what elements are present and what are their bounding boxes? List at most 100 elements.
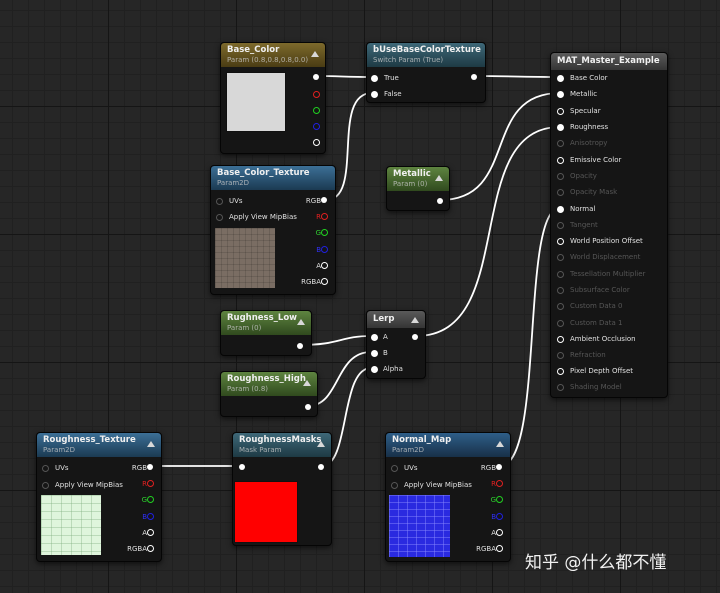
input-pin-mipbias[interactable]: Apply View MipBias — [391, 479, 472, 491]
output-pin-b[interactable] — [496, 513, 503, 520]
output-pin-g[interactable] — [147, 496, 154, 503]
pin-dot[interactable] — [557, 108, 564, 115]
node-header[interactable]: Base_Color_Texture Param2D — [211, 166, 335, 190]
pin-dot[interactable] — [557, 368, 564, 375]
output-pin-a[interactable] — [147, 529, 154, 536]
pin-dot[interactable] — [557, 238, 564, 245]
pin-dot[interactable] — [42, 482, 49, 489]
pin-dot[interactable] — [557, 352, 564, 359]
roughness-texture-node[interactable]: Roughness_Texture Param2D UVs Apply View… — [36, 432, 162, 562]
output-pin-r[interactable] — [321, 213, 328, 220]
pin-dot[interactable] — [557, 75, 564, 82]
input-pin-ambient-occlusion[interactable]: Ambient Occlusion — [557, 333, 636, 345]
input-pin-world-position-offset[interactable]: World Position Offset — [557, 235, 643, 247]
switch-param-node[interactable]: bUseBaseColorTexture Switch Param (True)… — [366, 42, 486, 103]
pin-dot[interactable] — [557, 287, 564, 294]
input-pin-a[interactable]: A — [371, 331, 388, 343]
input-pin-b[interactable]: B — [371, 347, 388, 359]
pin-dot[interactable] — [391, 482, 398, 489]
pin-dot[interactable] — [216, 214, 223, 221]
output-pin[interactable] — [305, 404, 311, 410]
output-pin-a[interactable] — [313, 139, 320, 146]
roughness-high-node[interactable]: Roughness_High Param (0.8) — [220, 371, 318, 417]
input-pin-anisotropy[interactable]: Anisotropy — [557, 137, 607, 149]
output-pin-rgba[interactable] — [496, 545, 503, 552]
pin-dot[interactable] — [557, 206, 564, 213]
output-pin[interactable] — [437, 198, 443, 204]
pin-dot[interactable] — [557, 157, 564, 164]
output-pin-a[interactable] — [321, 262, 328, 269]
input-pin-refraction[interactable]: Refraction — [557, 349, 606, 361]
node-header[interactable]: Normal_Map Param2D — [386, 433, 510, 457]
output-pin-rgb[interactable] — [147, 464, 153, 470]
input-pin-opacity[interactable]: Opacity — [557, 170, 597, 182]
input-pin-emissive-color[interactable]: Emissive Color — [557, 154, 621, 166]
input-pin-mipbias[interactable]: Apply View MipBias — [42, 479, 123, 491]
pin-dot[interactable] — [557, 91, 564, 98]
pin-dot[interactable] — [557, 336, 564, 343]
collapse-arrow-icon[interactable] — [435, 175, 443, 181]
input-pin-uvs[interactable]: UVs — [391, 462, 418, 474]
output-pin-r[interactable] — [313, 91, 320, 98]
output-pin-rgba[interactable] — [147, 545, 154, 552]
pin-dot[interactable] — [557, 384, 564, 391]
output-pin-b[interactable] — [321, 246, 328, 253]
input-pin-true[interactable]: True — [371, 72, 399, 84]
pin-dot[interactable] — [42, 465, 49, 472]
output-pin-rgb[interactable] — [321, 197, 327, 203]
pin-dot[interactable] — [557, 222, 564, 229]
output-pin[interactable] — [471, 74, 477, 80]
output-pin[interactable] — [412, 334, 418, 340]
input-pin-pixel-depth-offset[interactable]: Pixel Depth Offset — [557, 365, 633, 377]
collapse-arrow-icon[interactable] — [317, 441, 325, 447]
output-pin[interactable] — [297, 343, 303, 349]
input-pin-specular[interactable]: Specular — [557, 105, 601, 117]
metallic-node[interactable]: Metallic Param (0) — [386, 166, 450, 211]
output-pin-g[interactable] — [321, 229, 328, 236]
pin-dot[interactable] — [371, 75, 378, 82]
pin-dot[interactable] — [371, 350, 378, 357]
node-header[interactable]: bUseBaseColorTexture Switch Param (True) — [367, 43, 485, 67]
input-pin-false[interactable]: False — [371, 88, 402, 100]
lerp-node[interactable]: Lerp A B Alpha — [366, 310, 426, 379]
pin-dot[interactable] — [557, 173, 564, 180]
collapse-arrow-icon[interactable] — [297, 319, 305, 325]
input-pin-roughness[interactable]: Roughness — [557, 121, 608, 133]
output-pin-rgba[interactable] — [321, 278, 328, 285]
input-pin[interactable] — [239, 464, 245, 470]
input-pin-custom-data-1[interactable]: Custom Data 1 — [557, 317, 622, 329]
collapse-arrow-icon[interactable] — [411, 317, 419, 323]
input-pin-opacity-mask[interactable]: Opacity Mask — [557, 186, 617, 198]
input-pin-world-displacement[interactable]: World Displacement — [557, 251, 640, 263]
node-header[interactable]: Base_Color Param (0.8,0.8,0.8,0.0) — [221, 43, 325, 67]
master-material-node[interactable]: MAT_Master_Example Base Color Metallic S… — [550, 52, 668, 398]
output-pin-rgb[interactable] — [496, 464, 502, 470]
pin-dot[interactable] — [557, 124, 564, 131]
input-pin-tangent[interactable]: Tangent — [557, 219, 598, 231]
collapse-arrow-icon[interactable] — [311, 51, 319, 57]
input-pin-tessellation-multiplier[interactable]: Tessellation Multiplier — [557, 268, 645, 280]
collapse-arrow-icon[interactable] — [147, 441, 155, 447]
pin-dot[interactable] — [557, 271, 564, 278]
input-pin-metallic[interactable]: Metallic — [557, 88, 597, 100]
input-pin-shading-model[interactable]: Shading Model — [557, 381, 622, 393]
output-pin-rgb[interactable] — [313, 74, 319, 80]
output-pin-b[interactable] — [147, 513, 154, 520]
collapse-arrow-icon[interactable] — [303, 380, 311, 386]
input-pin-custom-data-0[interactable]: Custom Data 0 — [557, 300, 622, 312]
input-pin-uvs[interactable]: UVs — [216, 195, 243, 207]
output-pin-g[interactable] — [313, 107, 320, 114]
pin-dot[interactable] — [391, 465, 398, 472]
output-pin-g[interactable] — [496, 496, 503, 503]
output-pin-r[interactable] — [496, 480, 503, 487]
input-pin-mipbias[interactable]: Apply View MipBias — [216, 211, 297, 223]
output-pin-b[interactable] — [313, 123, 320, 130]
node-header[interactable]: Rughness_Low Param (0) — [221, 311, 311, 335]
pin-dot[interactable] — [557, 140, 564, 147]
node-header[interactable]: MAT_Master_Example — [551, 53, 667, 70]
node-header[interactable]: Lerp — [367, 311, 425, 328]
output-pin[interactable] — [318, 464, 324, 470]
base-color-texture-node[interactable]: Base_Color_Texture Param2D UVs Apply Vie… — [210, 165, 336, 295]
pin-dot[interactable] — [371, 334, 378, 341]
node-header[interactable]: RoughnessMasks Mask Param — [233, 433, 331, 457]
